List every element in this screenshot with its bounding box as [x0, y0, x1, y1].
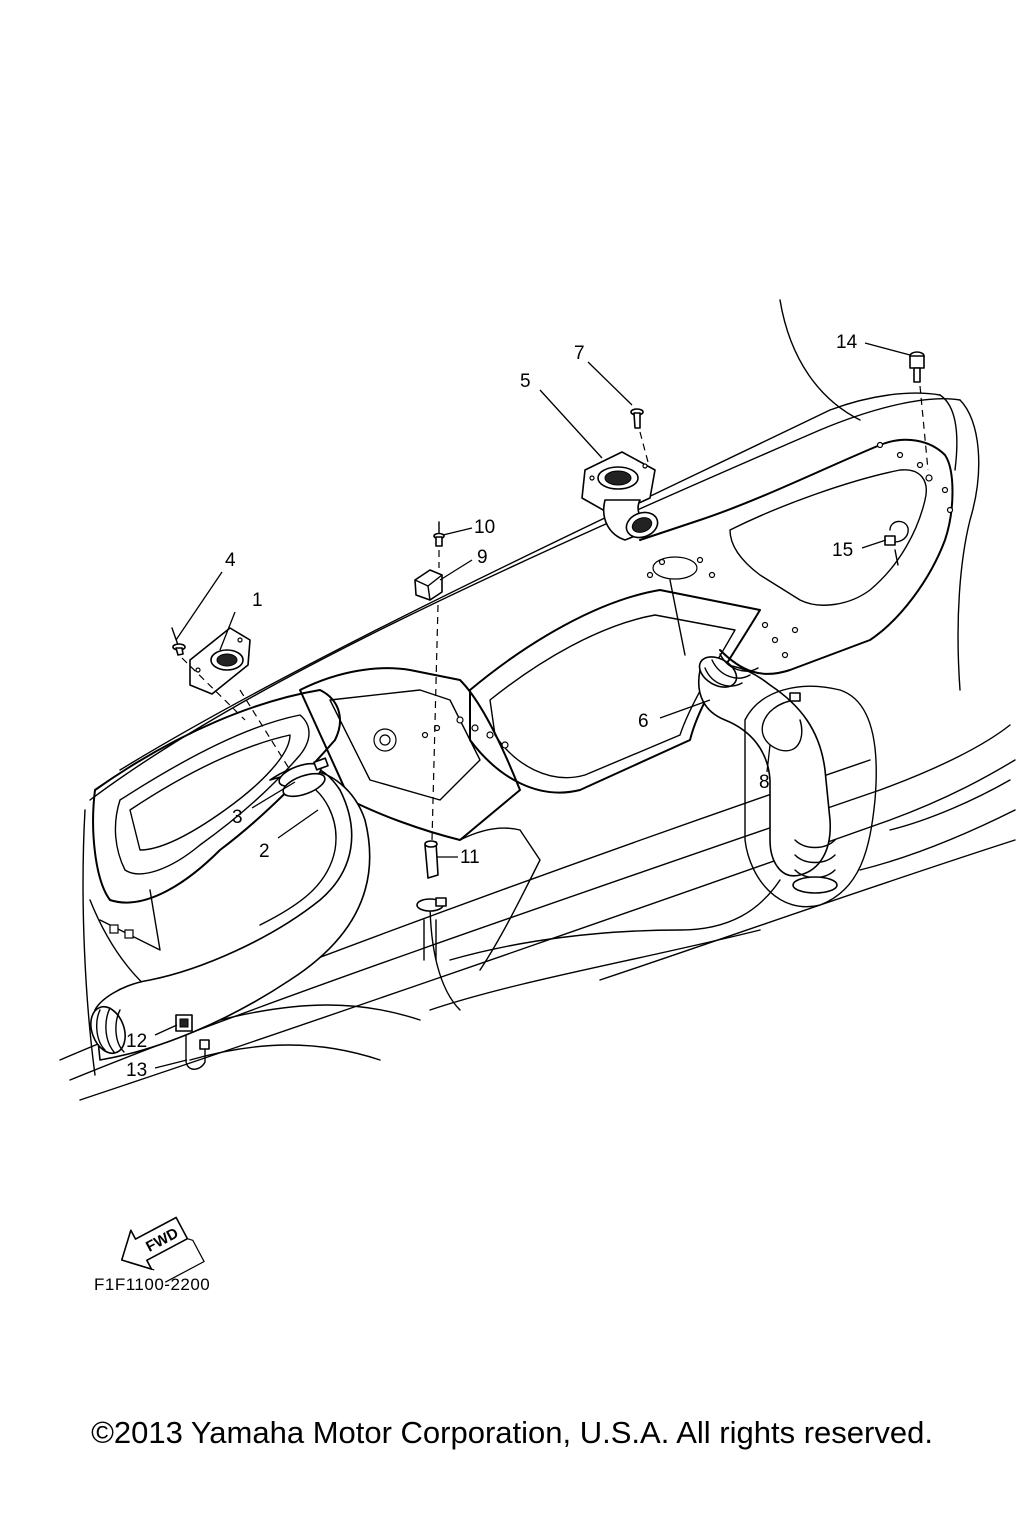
clip	[175, 1014, 193, 1032]
rivet-front	[171, 627, 246, 721]
callout-6: 6	[638, 711, 649, 732]
cap	[414, 569, 443, 601]
ventilation-hose-front	[90, 765, 371, 1061]
clamp	[884, 520, 909, 566]
intake-duct-2	[581, 451, 659, 541]
ventilation-hose-rear	[669, 579, 877, 908]
rivet-center	[431, 521, 445, 841]
callout-15: 15	[832, 540, 853, 561]
callout-numbers: 1 2 3 4 5 6 7 8 9 10 11 12 13 14 15	[126, 332, 858, 1081]
callout-2: 2	[259, 841, 270, 862]
callout-4: 4	[225, 550, 236, 571]
callout-11: 11	[460, 847, 480, 868]
callout-7: 7	[574, 343, 585, 364]
leader-lines	[154, 342, 911, 1069]
screw	[630, 408, 649, 463]
callout-10: 10	[474, 517, 495, 538]
part-code: F1F1100-2200	[94, 1275, 210, 1294]
band-rear	[761, 692, 803, 752]
callout-14: 14	[836, 332, 858, 353]
band-front	[185, 1034, 210, 1070]
hose-clamp-front	[239, 689, 329, 798]
callout-12: 12	[126, 1031, 147, 1052]
callout-1: 1	[252, 590, 263, 611]
rear-deck-holes	[646, 441, 954, 659]
intake-duct-1	[189, 627, 251, 695]
callout-9: 9	[477, 547, 488, 568]
callout-8: 8	[759, 772, 770, 793]
copyright-notice: ©2013 Yamaha Motor Corporation, U.S.A. A…	[91, 1415, 933, 1450]
bolt	[909, 351, 933, 482]
deck-frame	[89, 438, 954, 1011]
callout-5: 5	[520, 371, 531, 392]
hull-inner	[189, 827, 781, 1061]
holder	[416, 840, 447, 961]
callout-13: 13	[126, 1060, 147, 1081]
callout-3: 3	[232, 807, 243, 828]
